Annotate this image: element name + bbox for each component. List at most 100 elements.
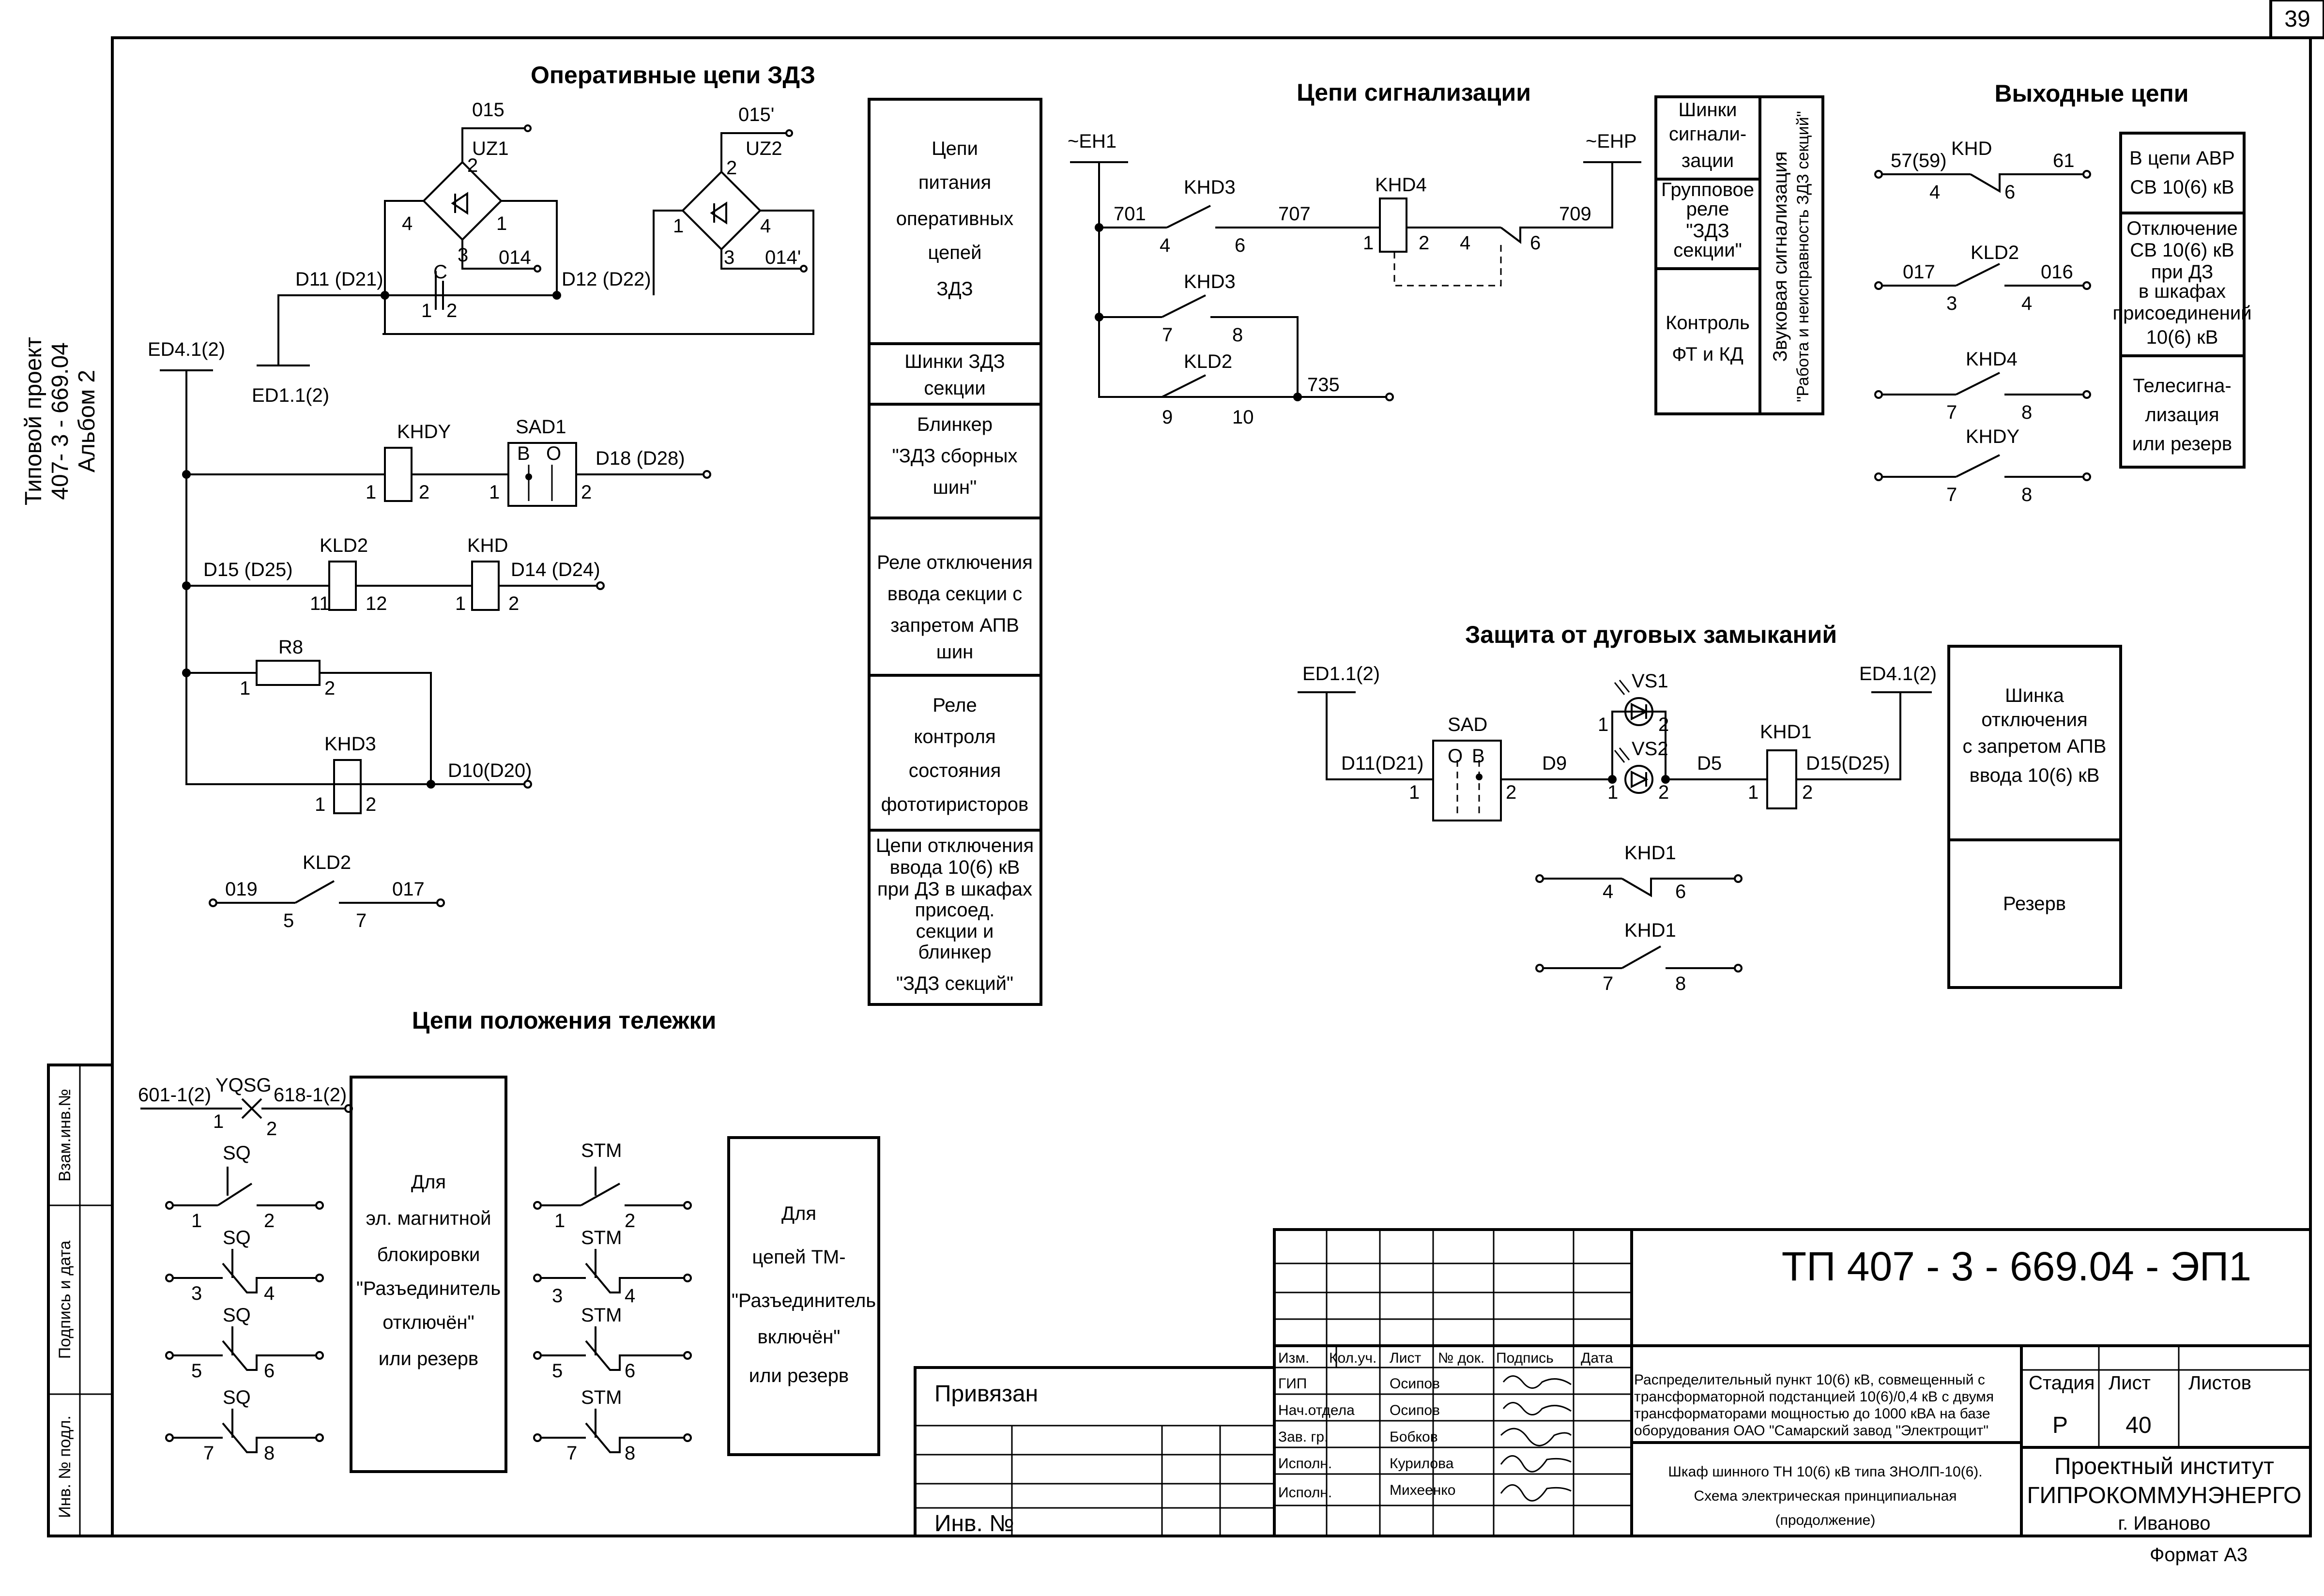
power-box-main: Цепи питания оперативных цепей ЗДЗ xyxy=(896,138,1014,300)
power-box-line: "ЗДЗ сборных xyxy=(892,445,1018,467)
label-ed11: ED1.1(2) xyxy=(252,385,329,406)
tm-box-line: цепей ТМ- xyxy=(752,1246,845,1268)
mag-box xyxy=(350,1076,507,1473)
signal-box-line: ФТ и КД xyxy=(1672,344,1743,365)
vs2-pin1: 1 xyxy=(1607,782,1618,803)
stamp-role: Исполн. xyxy=(1278,1485,1332,1501)
stamp-headers: Изм. Кол.уч. Лист № док. Подпись Дата xyxy=(1278,1350,1613,1366)
stamp-org1: Проектный институт xyxy=(2054,1454,2274,1479)
signal-box-vertical1: Звуковая сигнализация xyxy=(1770,152,1791,362)
power-box-line: Цепи xyxy=(932,138,978,159)
stamp-desc2-line: Схема электрическая принципиальная xyxy=(1694,1488,1957,1504)
stm-pin5: 5 xyxy=(552,1360,563,1382)
label-ed41-arc: ED4.1(2) xyxy=(1859,663,1937,684)
khd4-pin7: 7 xyxy=(1946,402,1957,423)
label-sq4: SQ xyxy=(223,1387,251,1408)
stamp-desc1-line: трансформаторами мощностью до 1000 кВА н… xyxy=(1634,1406,1990,1422)
label-709: 709 xyxy=(1559,203,1591,225)
tm-box-line: или резерв xyxy=(749,1365,849,1386)
arc-box-line: Шинка xyxy=(2005,685,2064,706)
label-701: 701 xyxy=(1114,203,1146,225)
khd4-pin6: 6 xyxy=(1530,232,1541,254)
stamp-desc2-line: Шкаф шинного ТН 10(6) кВ типа ЗНОЛП-10(6… xyxy=(1668,1464,1982,1480)
khdy-pin2: 2 xyxy=(419,482,429,503)
mag-box-line: блокировки xyxy=(377,1244,480,1265)
khd-pin1: 1 xyxy=(455,593,466,614)
label-vs1: VS1 xyxy=(1632,670,1668,692)
sad1-b: B xyxy=(517,443,530,464)
label-sq1: SQ xyxy=(223,1142,251,1164)
kld2-pin5: 5 xyxy=(283,910,294,931)
label-d15-arc: D15(D25) xyxy=(1806,753,1890,774)
label-kld2-s: KLD2 xyxy=(1184,351,1232,372)
output-box-line: при ДЗ xyxy=(2151,261,2214,283)
label-735: 735 xyxy=(1307,374,1340,395)
stamp-inv: Инв. № xyxy=(934,1511,1014,1536)
label-d11-arc: D11(D21) xyxy=(1341,753,1423,774)
khd1-pin7: 7 xyxy=(1603,973,1613,994)
stamp-org2: ГИПРОКОММУНЭНЕРГО xyxy=(2027,1483,2302,1508)
label-stm1: STM xyxy=(581,1140,622,1161)
stamp-header: Подпись xyxy=(1496,1350,1554,1366)
signal-box-vertical2: "Работа и неисправность ЗДЗ секций" xyxy=(1794,111,1812,402)
label-khd1-c2: KHD1 xyxy=(1624,920,1676,941)
label-kld2-coil: KLD2 xyxy=(320,535,368,556)
sq-pin4: 4 xyxy=(264,1283,275,1304)
stamp-stage: Р xyxy=(2052,1413,2068,1438)
stamp-desc1-line: оборудования ОАО "Самарский завод "Элект… xyxy=(1634,1423,1988,1439)
stamp-format: Формат А3 xyxy=(2150,1544,2248,1566)
stamp-sheet-header: Лист xyxy=(2109,1372,2151,1394)
khd3-pin1: 1 xyxy=(315,794,325,815)
arc-protection-circuit: ED1.1(2) SAD O B D11(D21) 1 2 VS1 VS2 1 … xyxy=(1298,663,1937,994)
signal-box-line: зации xyxy=(1682,150,1734,171)
power-box-line: фототиристоров xyxy=(881,794,1029,815)
khdy-pin7: 7 xyxy=(1946,484,1957,505)
arc-box: Шинка отключения с запретом АПВ ввода 10… xyxy=(1947,645,2122,989)
label-khd-out: KHD xyxy=(1951,138,1992,159)
power-box-line: Цепи отключения xyxy=(876,835,1034,856)
power-box-line: шин xyxy=(936,641,974,663)
label-017-left: 017 xyxy=(392,879,425,900)
label-uz2: UZ2 xyxy=(746,138,782,159)
label-61: 61 xyxy=(2053,150,2075,171)
uz1-pin4: 4 xyxy=(402,213,413,234)
title-signal: Цепи сигнализации xyxy=(1297,79,1531,106)
output-box-line: или резерв xyxy=(2132,433,2232,455)
label-d11: D11 (D21) xyxy=(295,269,383,290)
stamp-header: Лист xyxy=(1390,1350,1421,1366)
stm-pin4: 4 xyxy=(625,1285,635,1307)
power-box-line: Реле отключения xyxy=(877,552,1033,573)
kld2-pin10: 10 xyxy=(1232,407,1254,428)
label-014: 014 xyxy=(499,247,531,268)
khd-pin2: 2 xyxy=(508,593,519,614)
output-box-line: в шкафах xyxy=(2139,281,2226,302)
signal-box: Шинки сигнали- зации Групповое реле "ЗДЗ… xyxy=(1654,95,1824,415)
label-r8: R8 xyxy=(278,637,303,658)
power-box-line: Шинки ЗДЗ xyxy=(904,351,1005,372)
sq-pin1: 1 xyxy=(191,1210,202,1231)
stamp-code: ТП 407 - 3 - 669.04 - ЭП1 xyxy=(1782,1244,2251,1289)
power-box-line: питания xyxy=(918,172,991,193)
sq-pin3: 3 xyxy=(191,1283,202,1304)
label-sad1: SAD1 xyxy=(516,416,566,438)
power-box-line: секции и xyxy=(916,921,994,942)
uz2-pin1: 1 xyxy=(673,215,684,237)
label-khd1-c1: KHD1 xyxy=(1624,842,1676,864)
signal-circuit: ~EH1 ~EHP KHD3 KHD4 701 707 709 4 6 1 2 … xyxy=(1068,131,1641,428)
label-d15: D15 (D25) xyxy=(203,559,293,580)
mag-box-line: или резерв xyxy=(379,1348,478,1369)
sad1-o: O xyxy=(546,443,561,464)
stamp-desc2-line: (продолжение) xyxy=(1775,1512,1876,1528)
khd1-pin8: 8 xyxy=(1675,973,1686,994)
tm-box-line: включён" xyxy=(757,1326,840,1348)
stamp-role: ГИП xyxy=(1278,1376,1307,1392)
label-sq2: SQ xyxy=(223,1227,251,1248)
signal-box-line: секции" xyxy=(1673,240,1742,261)
cart-circuit: 601-1(2) YQSG 618-1(2) 1 2 SQ 1 2 SQ 3 4… xyxy=(138,1075,880,1473)
power-box-line: при ДЗ в шкафах xyxy=(877,879,1032,900)
sad1-pin1: 1 xyxy=(489,482,500,503)
stamp-desc1-line: трансформаторной подстанцией 10(6)/0,4 к… xyxy=(1634,1389,1994,1405)
output-box-line: В цепи АВР xyxy=(2129,148,2235,169)
power-box-line: присоед. xyxy=(915,899,995,921)
